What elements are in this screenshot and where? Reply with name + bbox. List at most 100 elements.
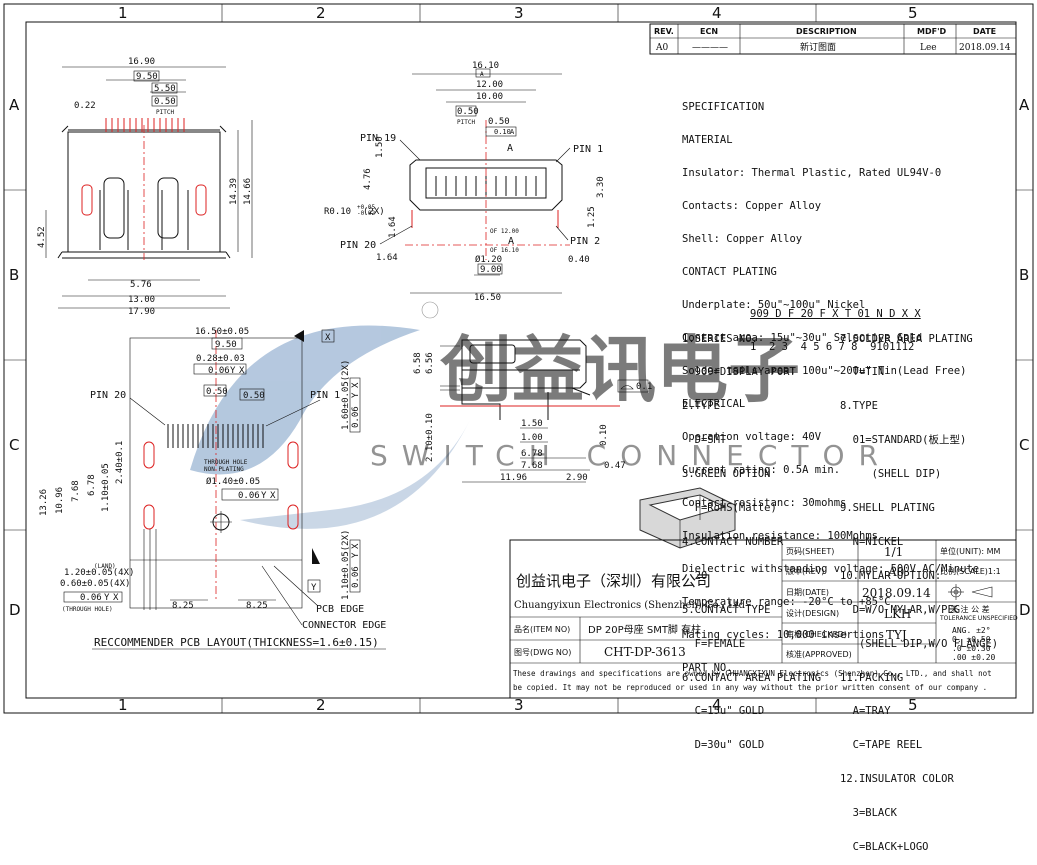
dwg-value: CHT-DP-3613 bbox=[604, 645, 686, 659]
dim-1-64-h: 1.64 bbox=[376, 253, 398, 263]
dim-r-plus: +0.05 bbox=[357, 204, 375, 211]
spec-line: Contact area: 15u"~30u" Selective Gold bbox=[682, 332, 923, 344]
pcb-dim-1-10-2x: 1.10±0.05(2X) bbox=[341, 530, 351, 600]
pcb-dim-9-50: 9.50 bbox=[215, 340, 237, 350]
rev-header: REV. bbox=[654, 27, 674, 36]
dim-0-50-front: 0.50 bbox=[488, 117, 510, 127]
dim-5-76: 5.76 bbox=[130, 280, 152, 290]
ecn-header: ECN bbox=[700, 27, 718, 36]
checked-value: TYJ bbox=[886, 628, 907, 642]
pcb-tol-0-06-a: 0.06 bbox=[208, 366, 230, 376]
connector-3d-sketch bbox=[639, 487, 736, 549]
spec-line: Insulator: Thermal Plastic, Rated UL94V-… bbox=[682, 167, 942, 179]
option-line: 9.SHELL PLATING bbox=[840, 502, 935, 515]
dim-1-00-side: 1.00 bbox=[521, 433, 543, 443]
side-view: 6.58 6.56 1.50 1.00 6.78 7.68 11.96 2.90… bbox=[413, 339, 652, 483]
spec-line: CONTACT PLATING bbox=[682, 266, 777, 278]
grid-col-4: 4 bbox=[712, 4, 722, 22]
grid-row-a: A bbox=[9, 96, 20, 114]
dim-6-58: 6.58 bbox=[413, 352, 423, 374]
pcb-edge-label: PCB EDGE bbox=[316, 604, 364, 615]
non-plating-label: NON PLATING bbox=[204, 466, 244, 473]
description-header: DESCRIPTION bbox=[796, 27, 857, 36]
option-line: 12.INSULATOR COLOR bbox=[840, 773, 954, 786]
pitch-label: PITCH bbox=[156, 109, 174, 116]
grid-row-b-right: B bbox=[1019, 266, 1029, 284]
watermark-en: SWITCH CONNECTOR bbox=[370, 439, 892, 472]
date-value: 2018.09.14 bbox=[959, 43, 1011, 53]
design-value: LKH bbox=[884, 607, 911, 621]
pcb-dim-0-28: 0.28±0.03 bbox=[196, 354, 245, 364]
dim-3-30: 3.30 bbox=[596, 176, 606, 198]
rev-value-block: A0 bbox=[887, 565, 904, 579]
pcb-tol-x-e: X bbox=[113, 593, 119, 603]
option-line: 10.MYLAR OPTION: bbox=[840, 569, 942, 582]
pcb-tol-y-e: Y bbox=[104, 593, 110, 603]
pcb-pin20-label: PIN 20 bbox=[90, 390, 126, 401]
spec-line: Contact resistanc: 30mohms bbox=[682, 497, 847, 509]
pin1-label: PIN 1 bbox=[573, 144, 603, 155]
option-line: 8.TYPE bbox=[840, 400, 878, 413]
spec-line: MATERIAL bbox=[682, 134, 733, 146]
option-line: 2.TYPE bbox=[682, 400, 720, 413]
spec-line: Mating cycles: 10,000 insertions bbox=[682, 629, 885, 641]
item-label: 品名(ITEM NO) bbox=[514, 624, 570, 634]
dim-of-12-00: OF 12.00 bbox=[490, 228, 519, 235]
part-number-code: 909 D F 20 F X T 01 N D X X 1 2 3 4 5 6 … bbox=[750, 286, 921, 365]
pcb-dim-0-60: 0.60±0.05(4X) bbox=[60, 579, 130, 589]
datum-a-top: A bbox=[480, 71, 484, 78]
dim-11-96: 11.96 bbox=[500, 473, 527, 483]
spec-line: Temperature range: -20°C to +85°C bbox=[682, 596, 891, 608]
through-hole-label: THROUGH HOLE bbox=[204, 459, 248, 466]
top-view: 16.90 9.50 5.50 0.50 PITCH 0.22 14.39 14… bbox=[37, 57, 253, 317]
connector-edge-label: CONNECTOR EDGE bbox=[302, 620, 386, 631]
pcb-tol-x-b: X bbox=[351, 382, 361, 388]
pcb-dim-2-40: 2.40±0.1 bbox=[115, 441, 125, 484]
spec-line: SPECIFICATION bbox=[682, 101, 765, 113]
drawing-sheet: 1 2 3 4 5 1 2 3 4 5 A B C D A B C D REV.… bbox=[3, 3, 1034, 714]
date-header: DATE bbox=[973, 27, 996, 36]
pcb-dim-16-50: 16.50±0.05 bbox=[195, 327, 249, 337]
options-left: 1.SERIES NO. 909=DISPLAY PORT 2.TYPE D=S… bbox=[682, 311, 821, 763]
pcb-dim-7-68: 7.68 bbox=[71, 480, 81, 502]
dim-6-78-side: 6.78 bbox=[521, 449, 543, 459]
dim-0-50: 0.50 bbox=[154, 97, 176, 107]
part-number: 909 D F 20 F X T 01 N D X X bbox=[750, 307, 921, 320]
option-line: N=NICKEL bbox=[840, 535, 904, 548]
datum-a-mid: A bbox=[508, 236, 514, 247]
dim-0-1-flat: 0.1 bbox=[636, 382, 652, 392]
spec-line: Insulation resistance: 100Mohms bbox=[682, 530, 878, 542]
tol-0: 0. ±0.50 bbox=[952, 635, 991, 644]
grid-row-a-right: A bbox=[1019, 96, 1030, 114]
option-line: 01=STANDARD(板上型) bbox=[840, 434, 967, 447]
tol-2: .00 ±0.20 bbox=[952, 653, 996, 662]
dim-13-00: 13.00 bbox=[128, 295, 155, 305]
company-name-cn: 创益讯电子（深圳）有限公司 bbox=[516, 572, 711, 590]
pcb-tol-y-b: Y bbox=[351, 392, 361, 398]
date-value-block: 2018.09.14 bbox=[862, 586, 931, 600]
dim-r-2x: (2X) bbox=[363, 207, 385, 217]
unit-label: 单位(UNIT): MM bbox=[940, 546, 1000, 556]
dim-0-22: 0.22 bbox=[74, 101, 96, 111]
dim-1-25: 1.25 bbox=[587, 206, 597, 228]
pcb-tol-y-a: Y bbox=[230, 366, 236, 376]
spec-line: Operation voltage: 40V bbox=[682, 431, 822, 443]
pcb-tol-0-06-e: 0.06 bbox=[80, 593, 102, 603]
rev-value: A0 bbox=[655, 43, 668, 53]
dim-16-90: 16.90 bbox=[128, 57, 155, 67]
dim-0-47: 0.47 bbox=[604, 461, 626, 471]
pcb-pin1-label: PIN 1 bbox=[310, 390, 340, 401]
dim-2-90: 2.90 bbox=[566, 473, 588, 483]
specification-block: SPECIFICATION MATERIAL Insulator: Therma… bbox=[682, 80, 979, 685]
mdfd-value: Lee bbox=[920, 43, 937, 53]
dim-4-76: 4.76 bbox=[363, 168, 373, 190]
dim-1-64-v: 1.64 bbox=[388, 216, 398, 238]
option-line: 3=BLACK bbox=[840, 807, 897, 820]
pcb-dim-1-10: 1.10±0.05 bbox=[101, 463, 111, 512]
dim-5-50: 5.50 bbox=[154, 84, 176, 94]
dim-14-66: 14.66 bbox=[243, 178, 253, 205]
pcb-land-label: (LAND) bbox=[94, 563, 116, 570]
pitch-label-front: PITCH bbox=[457, 119, 475, 126]
revision-table: REV. ECN DESCRIPTION MDF'D DATE A0 ———— … bbox=[649, 23, 1017, 55]
datum-a-ref: A bbox=[510, 128, 515, 136]
